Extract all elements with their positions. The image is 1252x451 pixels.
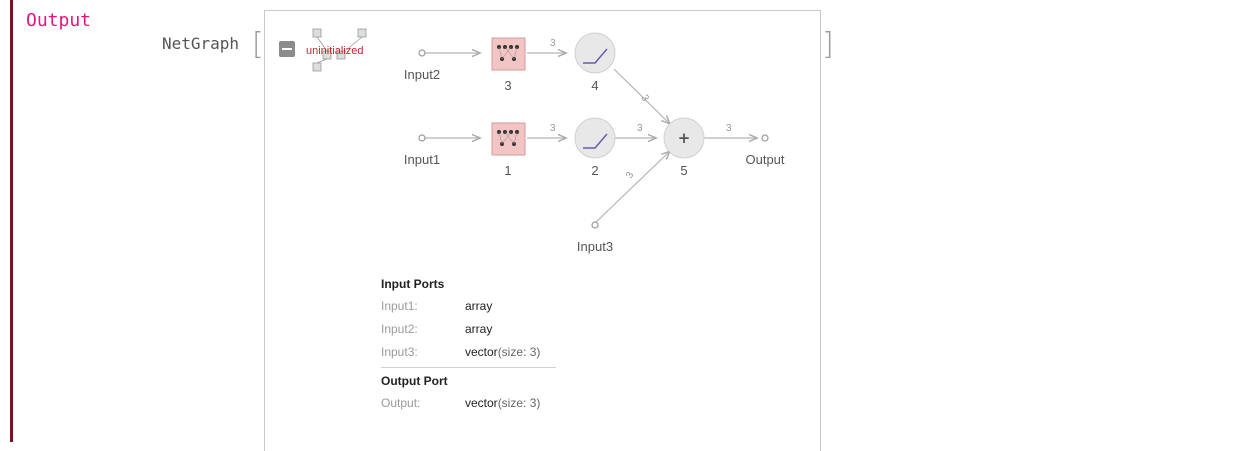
port-type: array <box>465 299 493 313</box>
graph-diagram: + 3 3 3 3 3 3 3 4 1 2 5 Input2 Input1 Ou… <box>312 28 785 254</box>
input-port-row: Input3: vector(size: 3) <box>381 341 556 364</box>
divider <box>381 367 556 368</box>
input-port-row: Input2: array <box>381 318 556 341</box>
linear-layer-icon[interactable] <box>491 37 526 71</box>
port-type: vector(size: 3) <box>465 345 541 359</box>
input3-port-dot <box>591 221 599 229</box>
edge-label: 3 <box>624 170 637 181</box>
input1-port-dot <box>418 134 426 142</box>
node-number: 4 <box>591 78 598 93</box>
input-port-row: Input1: array <box>381 295 556 318</box>
node-number: 2 <box>591 163 598 178</box>
port-name: Output: <box>381 396 421 410</box>
uninitialized-status: uninitialized <box>306 45 364 57</box>
close-bracket: ] <box>822 27 834 62</box>
output-label: Output <box>26 10 92 31</box>
minus-icon[interactable] <box>279 41 295 57</box>
port-label-input2: Input2 <box>404 67 440 82</box>
edge-label: 3 <box>550 123 556 134</box>
node-number: 3 <box>504 78 511 93</box>
linear-layer-icon[interactable] <box>491 122 526 156</box>
port-label-input3: Input3 <box>577 239 613 254</box>
edge-label: 3 <box>638 93 651 104</box>
port-label-input1: Input1 <box>404 152 440 167</box>
netgraph-head: NetGraph <box>162 34 240 53</box>
port-name: Input2: <box>381 322 418 336</box>
edge-label: 3 <box>550 38 556 49</box>
edge-label: 3 <box>637 123 643 134</box>
ramp-activation-icon[interactable] <box>574 32 616 74</box>
port-name: Input3: <box>381 345 418 359</box>
node-number: 5 <box>680 163 687 178</box>
ports-summary: Input Ports Input1: array Input2: array … <box>381 271 556 415</box>
port-name: Input1: <box>381 299 418 313</box>
edge-label: 3 <box>726 123 732 134</box>
output-port-title: Output Port <box>381 374 448 388</box>
plus-icon[interactable] <box>663 117 705 159</box>
graph-thumbnail-icon <box>312 28 367 72</box>
input-ports-title: Input Ports <box>381 277 445 291</box>
port-label-output: Output <box>745 152 784 167</box>
plus-symbol: + <box>678 129 691 147</box>
ramp-activation-icon[interactable] <box>574 117 616 159</box>
output-port-dot <box>761 134 769 142</box>
open-bracket: [ <box>252 27 264 62</box>
port-type: array <box>465 322 493 336</box>
cell-bracket-bar[interactable] <box>10 0 13 442</box>
input2-port-dot <box>418 49 426 57</box>
port-type: vector(size: 3) <box>465 396 541 410</box>
output-port-row: Output: vector(size: 3) <box>381 392 556 415</box>
netgraph-summary-panel[interactable]: + 3 3 3 3 3 3 3 4 1 2 5 Input2 Input1 Ou… <box>264 10 821 451</box>
node-number: 1 <box>504 163 511 178</box>
